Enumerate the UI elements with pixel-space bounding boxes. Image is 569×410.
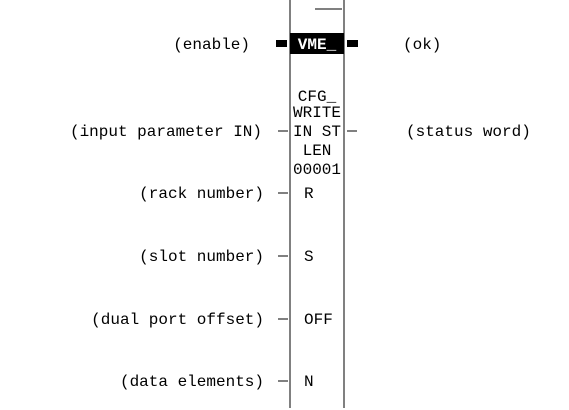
- offset-pin: OFF: [304, 311, 333, 329]
- slot-label: (slot number): [139, 248, 264, 266]
- ok-label: (ok): [403, 36, 441, 54]
- offset-label: (dual port offset): [91, 311, 264, 329]
- enable-label: (enable): [173, 36, 250, 54]
- ok-connector: [347, 40, 358, 47]
- data-elements-label: (data elements): [120, 373, 264, 391]
- rack-label: (rack number): [139, 185, 264, 203]
- enable-connector: [276, 40, 287, 47]
- function-line-2: WRITE: [293, 104, 341, 122]
- slot-pin: S: [304, 248, 314, 266]
- data-elements-pin: N: [304, 373, 314, 391]
- status-label: (status word): [406, 123, 531, 141]
- input-in-label: (input parameter IN): [70, 123, 262, 141]
- function-line-3: IN ST: [293, 123, 341, 141]
- function-line-4: LEN: [303, 142, 332, 160]
- header-label: VME_: [298, 36, 337, 54]
- function-line-5: 00001: [293, 161, 341, 179]
- header-bar: [290, 33, 344, 54]
- function-line-1: CFG_: [298, 88, 337, 106]
- rack-pin: R: [304, 185, 314, 203]
